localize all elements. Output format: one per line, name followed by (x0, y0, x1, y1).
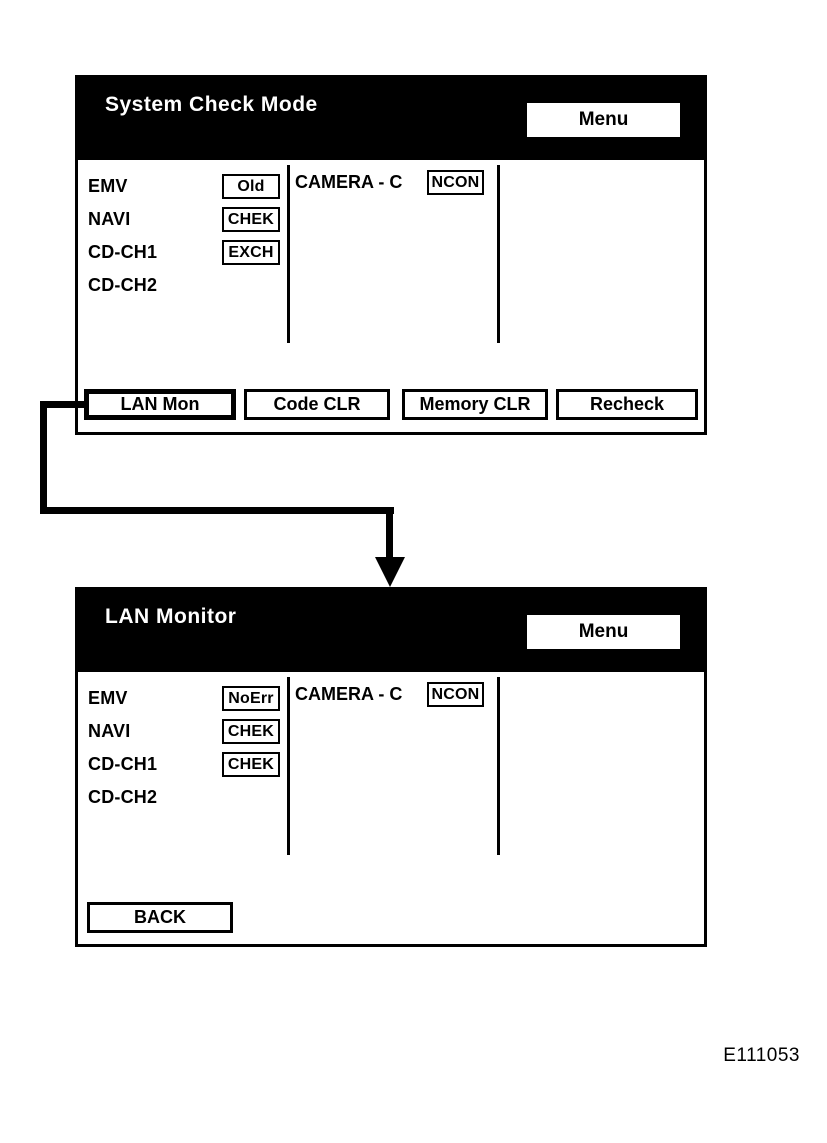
back-button[interactable]: BACK (87, 902, 233, 933)
status-badge-camera: NCON (427, 170, 484, 195)
recheck-button[interactable]: Recheck (556, 389, 698, 420)
screen1-header: System Check Mode Menu (78, 78, 704, 160)
device-label: CD-CH2 (88, 275, 158, 295)
device-label: NAVI (88, 721, 131, 741)
device-label: NAVI (88, 209, 131, 229)
device-row: NAVI CHEK (88, 203, 280, 236)
flow-arrow-head-icon (375, 557, 405, 587)
figure-code: E111053 (723, 1045, 800, 1066)
flow-arrow-segment (40, 507, 394, 514)
device-row: CD-CH2 (88, 269, 280, 302)
device-row: CD-CH1 EXCH (88, 236, 280, 269)
device-label-camera: CAMERA - C (295, 172, 403, 192)
device-label: CD-CH1 (88, 754, 158, 774)
status-badge: EXCH (222, 240, 280, 265)
status-badge: NoErr (222, 686, 280, 711)
status-badge: CHEK (222, 719, 280, 744)
device-row: CD-CH2 (88, 781, 280, 814)
status-badge: Old (222, 174, 280, 199)
device-row: EMV Old (88, 170, 280, 203)
screen2-device-list: EMV NoErr NAVI CHEK CD-CH1 CHEK CD-CH2 (88, 682, 280, 814)
menu-button[interactable]: Menu (527, 615, 680, 649)
code-clr-button[interactable]: Code CLR (244, 389, 390, 420)
screen2-header: LAN Monitor Menu (78, 590, 704, 672)
device-label: EMV (88, 688, 128, 708)
screen1-device-list: EMV Old NAVI CHEK CD-CH1 EXCH CD-CH2 (88, 170, 280, 302)
device-label: CD-CH2 (88, 787, 158, 807)
flow-arrow-segment (40, 401, 47, 514)
device-row: EMV NoErr (88, 682, 280, 715)
column-divider (287, 677, 290, 855)
column-divider (287, 165, 290, 343)
column-divider (497, 677, 500, 855)
device-label: EMV (88, 176, 128, 196)
status-badge: CHEK (222, 207, 280, 232)
menu-button[interactable]: Menu (527, 103, 680, 137)
device-label-camera: CAMERA - C (295, 684, 403, 704)
device-label: CD-CH1 (88, 242, 158, 262)
device-row: CD-CH1 CHEK (88, 748, 280, 781)
flow-arrow-segment (40, 401, 88, 408)
status-badge: CHEK (222, 752, 280, 777)
screen1-title: System Check Mode (105, 93, 318, 116)
system-check-mode-screen: System Check Mode Menu EMV Old NAVI CHEK… (75, 75, 707, 435)
lan-monitor-screen: LAN Monitor Menu EMV NoErr NAVI CHEK CD-… (75, 587, 707, 947)
device-row: NAVI CHEK (88, 715, 280, 748)
status-badge-camera: NCON (427, 682, 484, 707)
lan-mon-button[interactable]: LAN Mon (84, 389, 236, 420)
memory-clr-button[interactable]: Memory CLR (402, 389, 548, 420)
screen2-title: LAN Monitor (105, 605, 237, 628)
flow-arrow-segment (386, 507, 393, 559)
column-divider (497, 165, 500, 343)
